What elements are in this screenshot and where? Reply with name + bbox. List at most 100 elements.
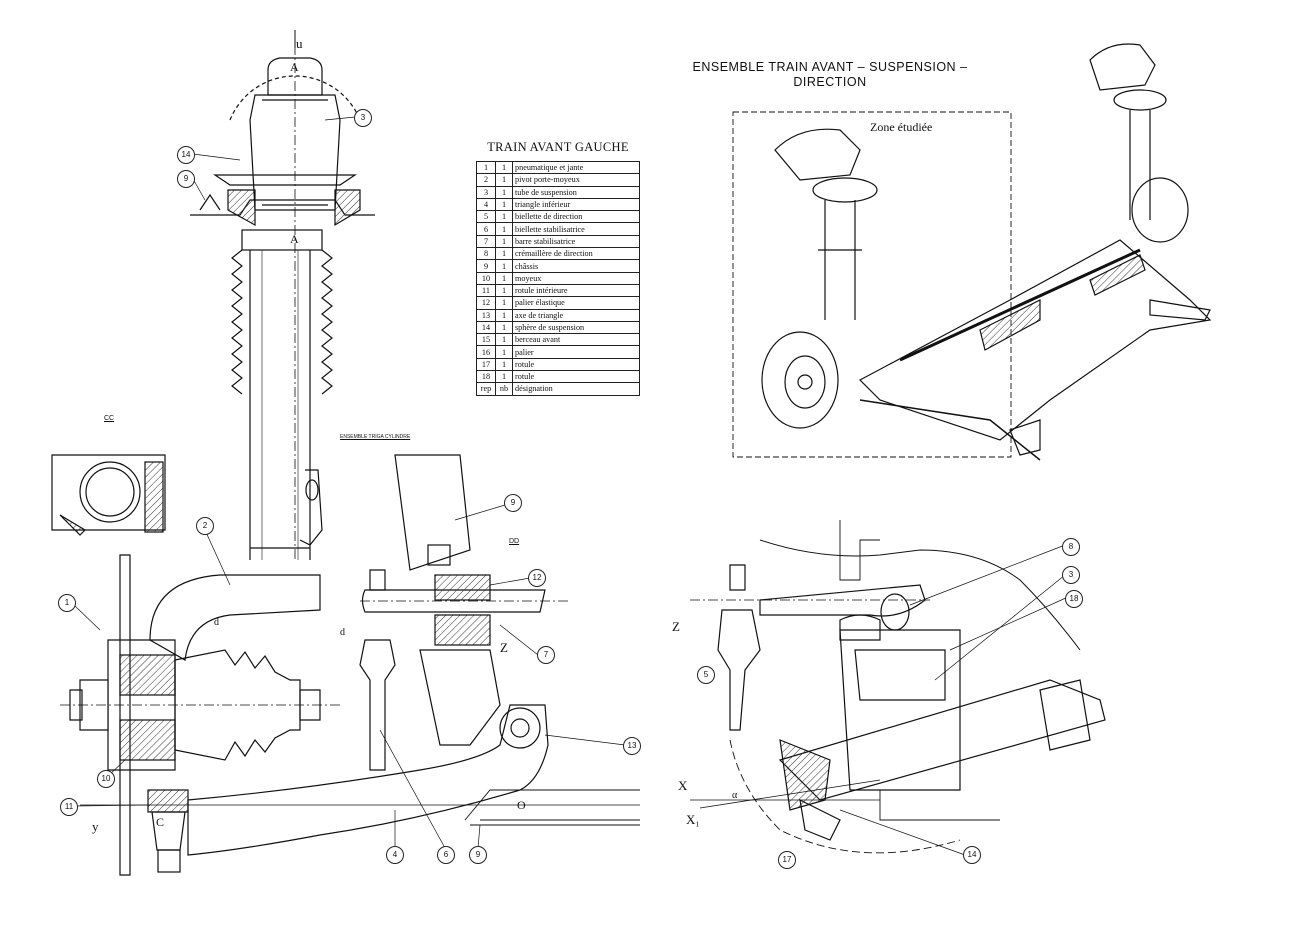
letter-a-mid: A (290, 232, 299, 246)
parts-qty: 1 (495, 173, 513, 187)
parts-qty: 1 (495, 197, 513, 212)
parts-designation: moyeux (512, 271, 640, 285)
parts-rep: 3 (476, 185, 496, 199)
callout-9-mid: 9 (504, 494, 522, 512)
parts-designation: barre stabilisatrice (512, 234, 640, 249)
leader-lines (74, 116, 1069, 856)
callout-2: 2 (196, 517, 214, 535)
parts-qty: 1 (495, 308, 513, 322)
vector-u: u (296, 36, 303, 51)
parts-designation: sphère de suspension (512, 320, 640, 335)
callout-3: 3 (354, 109, 372, 127)
parts-qty: 1 (495, 296, 513, 310)
perspective-view (732, 43, 1212, 461)
parts-rep: 9 (476, 259, 496, 273)
section-dd-label: DD (509, 538, 520, 545)
parts-rep: 14 (476, 320, 496, 335)
parts-designation: tube de suspension (512, 185, 640, 199)
parts-qty: 1 (495, 185, 513, 199)
parts-header-rep: rep (476, 382, 496, 396)
callout-9-bottom: 9 (469, 846, 487, 864)
parts-designation: axe de triangle (512, 308, 640, 322)
callout-12: 12 (528, 569, 546, 587)
parts-rep: 11 (476, 283, 496, 298)
stabilizer (359, 454, 570, 771)
parts-designation: palier (512, 345, 640, 359)
parts-rep: 2 (476, 173, 496, 187)
callout-1: 1 (58, 594, 76, 612)
vector-z-right: Z (672, 619, 680, 634)
lower-arm (80, 649, 640, 856)
assembly-note: ENSEMBLE TRIGA CYLINDRE (340, 434, 411, 440)
parts-rep: 4 (476, 197, 496, 212)
vector-y: y (92, 819, 99, 834)
parts-designation: palier élastique (512, 296, 640, 310)
callout-right-18: 18 (1065, 590, 1083, 608)
parts-header-designation: désignation (512, 382, 640, 396)
callout-7: 7 (537, 646, 555, 664)
letter-a-top: A (290, 60, 299, 74)
callout-right-5: 5 (697, 666, 715, 684)
parts-qty: 1 (495, 210, 513, 224)
callout-9-top: 9 (177, 170, 195, 188)
letter-d-2: d (340, 627, 345, 638)
parts-rep: 18 (476, 370, 496, 384)
vector-x1: X₁ (686, 812, 700, 827)
parts-qty: 1 (495, 259, 513, 273)
drawing-title-line2: DIRECTION (793, 75, 867, 89)
callout-14: 14 (177, 146, 195, 164)
studied-zone-label: Zone étudiée (870, 120, 933, 134)
hub-assembly (60, 554, 340, 876)
parts-rep: 15 (476, 333, 496, 347)
parts-rep: 10 (476, 271, 496, 285)
parts-designation: châssis (512, 259, 640, 273)
parts-designation: crémaillère de direction (512, 247, 640, 261)
side-detail (690, 520, 1106, 854)
parts-designation: rotule intérieure (512, 283, 640, 298)
parts-qty: 1 (495, 283, 513, 298)
parts-rep: 1 (476, 160, 496, 175)
section-cc-label: CC (104, 415, 115, 422)
parts-designation: pneumatique et jante (512, 160, 640, 175)
callout-right-3: 3 (1062, 566, 1080, 584)
parts-rep: 17 (476, 357, 496, 372)
parts-designation: biellette stabilisatrice (512, 222, 640, 236)
callout-right-17: 17 (778, 851, 796, 869)
parts-list-title: TRAIN AVANT GAUCHE (487, 140, 629, 154)
parts-qty: 1 (495, 333, 513, 347)
parts-qty: 1 (495, 234, 513, 249)
parts-designation: rotule (512, 357, 640, 372)
parts-rep: 13 (476, 308, 496, 322)
parts-qty: 1 (495, 357, 513, 372)
parts-rep: 8 (476, 247, 496, 261)
section-cc (51, 454, 166, 536)
vector-z-mid: Z (500, 640, 508, 655)
drawing-title: ENSEMBLE TRAIN AVANT – SUSPENSION – DIRE… (660, 60, 1000, 90)
parts-qty: 1 (495, 247, 513, 261)
callout-right-8: 8 (1062, 538, 1080, 556)
parts-rep: 6 (476, 222, 496, 236)
drawing-title-line1: ENSEMBLE TRAIN AVANT – SUSPENSION – (692, 60, 968, 74)
parts-designation: triangle inférieur (512, 197, 640, 212)
callout-11: 11 (60, 798, 78, 816)
letter-o: O (517, 798, 526, 812)
parts-rep: 7 (476, 234, 496, 249)
parts-qty: 1 (495, 222, 513, 236)
